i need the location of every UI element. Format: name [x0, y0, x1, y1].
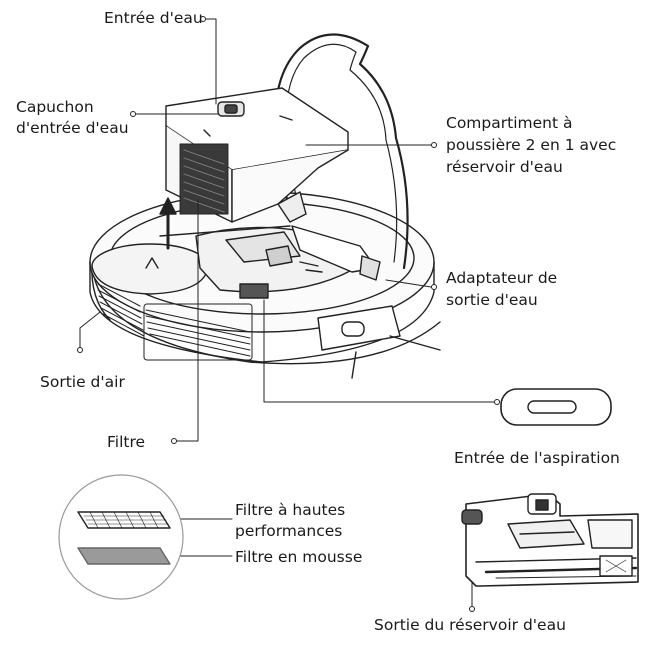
- label-hepa-filter-1: Filtre à hautes: [235, 500, 345, 520]
- label-dustbin-1: Compartiment à: [446, 113, 572, 133]
- label-outlet-adapter-1: Adaptateur de: [446, 268, 557, 288]
- tank-filter-grille: [180, 144, 228, 214]
- label-filter: Filtre: [107, 432, 145, 452]
- label-suction-inlet: Entrée de l'aspiration: [454, 448, 620, 468]
- suction-inlet-detail: [501, 389, 611, 425]
- label-water-inlet: Entrée d'eau: [104, 8, 203, 28]
- foam-filter: [78, 548, 170, 564]
- high-efficiency-filter: [78, 512, 170, 528]
- filter-inset: [59, 475, 183, 599]
- label-dustbin-3: réservoir d'eau: [446, 157, 563, 177]
- label-water-inlet-cap-2: d'entrée d'eau: [16, 118, 129, 138]
- water-tank-side-view: [462, 494, 638, 586]
- label-air-outlet: Sortie d'air: [40, 372, 125, 392]
- label-hepa-filter-2: performances: [235, 521, 342, 541]
- label-water-inlet-cap-1: Capuchon: [16, 97, 94, 117]
- label-dustbin-2: poussière 2 en 1 avec: [446, 135, 616, 155]
- label-tank-outlet: Sortie du réservoir d'eau: [374, 615, 566, 635]
- label-foam-filter: Filtre en mousse: [235, 547, 362, 567]
- label-outlet-adapter-2: sortie d'eau: [446, 290, 538, 310]
- robot-vacuum-body: [90, 192, 440, 378]
